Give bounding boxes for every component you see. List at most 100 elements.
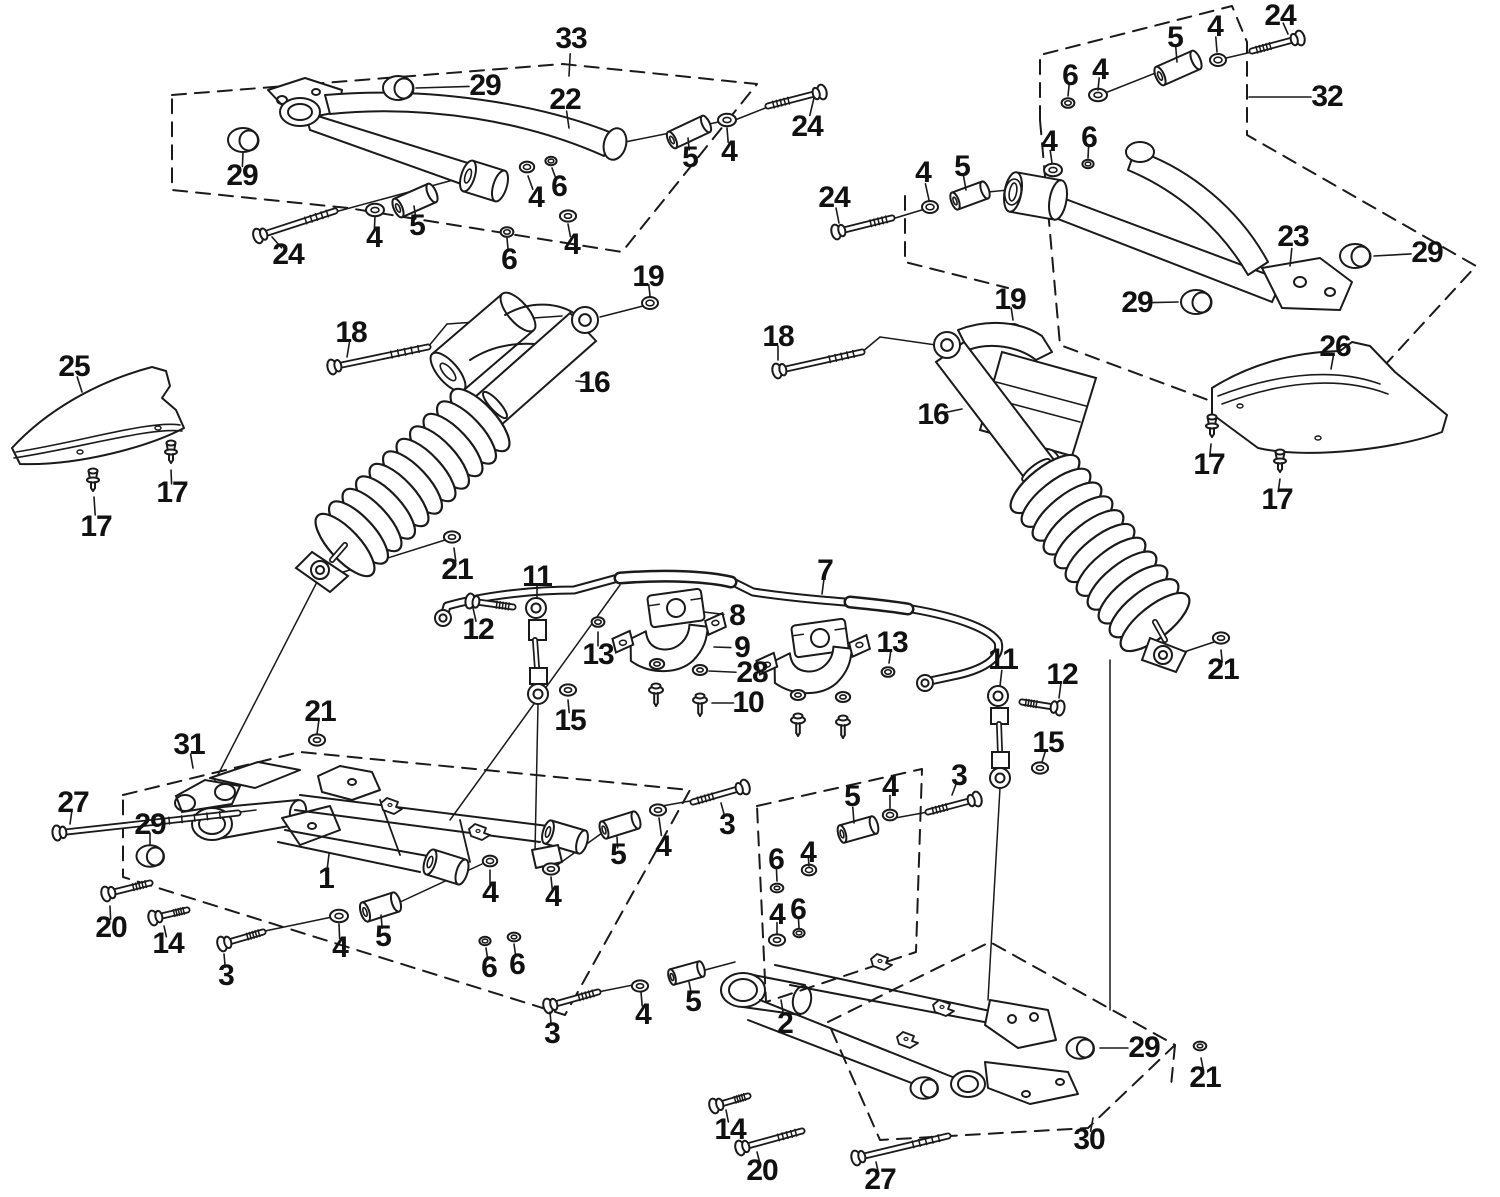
part-label-4: 4 (1207, 10, 1224, 43)
part-label-12: 12 (462, 613, 494, 646)
hardware-upper-left (227, 75, 828, 376)
part-label-1: 1 (318, 862, 335, 895)
part-label-26: 26 (1319, 330, 1351, 363)
part-label-21: 21 (304, 695, 336, 728)
part-label-29: 29 (469, 69, 501, 102)
part-label-17: 17 (80, 510, 112, 543)
part-label-4: 4 (1041, 125, 1058, 158)
part-label-3: 3 (719, 808, 736, 841)
part-label-4: 4 (721, 135, 738, 168)
part-label-17: 17 (1193, 448, 1225, 481)
part-label-4: 4 (655, 830, 672, 863)
part-label-6: 6 (1062, 59, 1079, 92)
part-label-32: 32 (1311, 80, 1343, 113)
push-rivet (1273, 448, 1287, 473)
part-label-29: 29 (134, 808, 166, 841)
part-label-4: 4 (769, 898, 786, 931)
part-label-6: 6 (790, 893, 807, 926)
lower-arm-left (135, 761, 589, 886)
part-label-4: 4 (564, 228, 581, 261)
part-label-15: 15 (554, 704, 586, 737)
lower-arm-right (720, 953, 1095, 1105)
part-label-17: 17 (1261, 483, 1293, 516)
part-label-13: 13 (582, 638, 614, 671)
part-label-4: 4 (528, 181, 545, 214)
shock-absorber-left (294, 291, 599, 594)
part-label-10: 10 (732, 686, 764, 719)
part-label-14: 14 (152, 927, 184, 960)
part-label-31: 31 (173, 728, 205, 761)
part-label-6: 6 (481, 951, 498, 984)
part-label-33: 33 (555, 22, 587, 55)
part-label-29: 29 (1121, 286, 1153, 319)
part-label-11: 11 (988, 643, 1019, 676)
part-label-21: 21 (1207, 653, 1239, 686)
part-label-15: 15 (1032, 726, 1064, 759)
leader-lines (69, 22, 1412, 1174)
part-label-4: 4 (882, 770, 899, 803)
part-label-14: 14 (714, 1113, 746, 1146)
hardware-lower-right (542, 790, 1208, 1167)
part-label-20: 20 (95, 911, 127, 944)
part-label-2: 2 (777, 1007, 794, 1040)
part-label-9: 9 (734, 631, 751, 664)
stabilizer-mounts (590, 587, 896, 739)
upper-a-arm-right (1003, 141, 1353, 311)
part-label-6: 6 (1081, 121, 1098, 154)
part-label-12: 12 (1046, 658, 1078, 691)
part-label-30: 30 (1073, 1123, 1105, 1156)
part-label-6: 6 (551, 170, 568, 203)
part-label-18: 18 (762, 320, 794, 353)
part-label-5: 5 (844, 780, 861, 813)
part-label-7: 7 (817, 554, 834, 587)
stabilizer-bar (434, 569, 1004, 692)
dashed-boundaries (122, 5, 1477, 1141)
part-label-3: 3 (218, 959, 235, 992)
part-label-29: 29 (226, 159, 258, 192)
part-label-24: 24 (1264, 0, 1296, 32)
part-label-5: 5 (1167, 21, 1184, 54)
part-label-18: 18 (335, 316, 367, 349)
side-guard-left (11, 366, 185, 466)
part-label-8: 8 (729, 599, 746, 632)
part-label-5: 5 (409, 209, 426, 242)
part-label-22: 22 (549, 83, 581, 116)
side-guard-right (1211, 341, 1448, 454)
part-label-16: 16 (578, 366, 610, 399)
part-label-27: 27 (864, 1163, 896, 1196)
part-label-5: 5 (682, 141, 699, 174)
part-label-4: 4 (482, 876, 499, 909)
part-label-3: 3 (951, 759, 968, 792)
part-label-16: 16 (917, 398, 949, 431)
hardware-lower-left (51, 733, 751, 953)
part-label-5: 5 (375, 920, 392, 953)
part-label-27: 27 (57, 786, 89, 819)
part-label-19: 19 (632, 260, 664, 293)
part-label-21: 21 (1189, 1061, 1221, 1094)
part-label-28: 28 (736, 656, 768, 689)
part-label-4: 4 (366, 221, 383, 254)
part-label-11: 11 (522, 560, 553, 593)
part-label-13: 13 (876, 626, 908, 659)
part-label-4: 4 (332, 931, 349, 964)
part-label-3: 3 (544, 1017, 561, 1050)
part-label-6: 6 (509, 948, 526, 981)
part-label-29: 29 (1128, 1031, 1160, 1064)
part-label-5: 5 (610, 838, 627, 871)
part-label-25: 25 (58, 350, 90, 383)
push-rivet (1205, 413, 1219, 438)
part-label-24: 24 (818, 181, 850, 214)
push-rivet (86, 467, 100, 492)
stabilizer-links (464, 592, 1066, 789)
part-label-6: 6 (768, 843, 785, 876)
part-label-24: 24 (272, 238, 304, 271)
part-label-4: 4 (915, 156, 932, 189)
part-label-23: 23 (1277, 220, 1309, 253)
part-label-21: 21 (441, 553, 473, 586)
part-label-5: 5 (954, 150, 971, 183)
part-label-29: 29 (1411, 236, 1443, 269)
part-label-5: 5 (685, 985, 702, 1018)
part-label-4: 4 (545, 880, 562, 913)
